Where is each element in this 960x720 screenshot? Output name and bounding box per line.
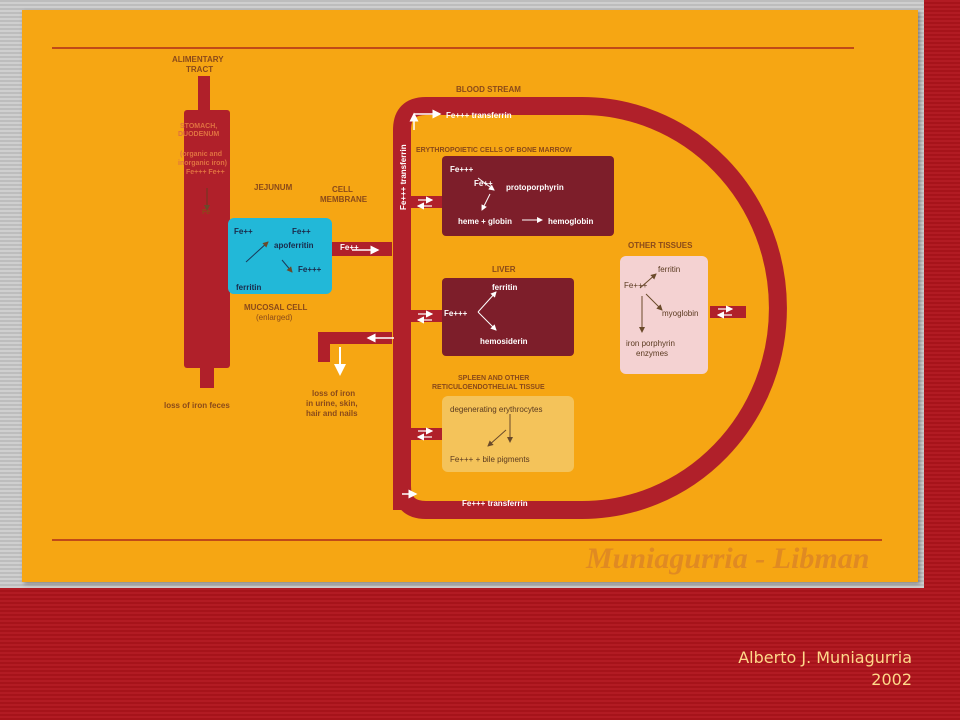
stomach-label-1: STOMACH, (180, 123, 217, 130)
mucosal-caption-1: MUCOSAL CELL (244, 303, 308, 312)
spleen-title-2: RETICULOENDOTHELIAL TISSUE (432, 384, 545, 391)
liver-ferritin-label: ferritin (492, 283, 517, 292)
loss-urine-label-1: loss of iron (312, 389, 355, 398)
credit-year: 2002 (871, 670, 912, 689)
mucosal-fe-mid: Fe+++ (298, 265, 322, 274)
credit-name: Alberto J. Muniagurria (738, 648, 912, 667)
loss-feces-label: loss of iron feces (164, 401, 230, 410)
bm-fe3: Fe+++ (450, 165, 474, 174)
ot-ferritin-label: ferritin (658, 265, 680, 274)
blood-stream-vessel (393, 97, 787, 519)
stomach-label-2: DUODENUM (178, 131, 219, 138)
alimentary-label-1: ALIMENTARY (172, 55, 224, 64)
liver-box (442, 278, 574, 356)
fe-plus-plus-label: Fe++ (340, 243, 359, 252)
branch-spleen (410, 428, 446, 440)
alimentary-tract (184, 76, 230, 388)
stomach-label-3: (organic and (180, 151, 222, 158)
liver-title: LIVER (492, 265, 516, 274)
mucosal-caption-2: (enlarged) (256, 313, 293, 322)
branch-other-tissues (710, 306, 746, 318)
loss-urine-label-3: hair and nails (306, 409, 358, 418)
bm-fe2: Fe++ (474, 179, 493, 188)
mucosal-cell (228, 218, 332, 294)
fe-jejunum-label: Fe (202, 209, 210, 216)
loss-urine-label-2: in urine, skin, (306, 399, 358, 408)
blood-stream-label: BLOOD STREAM (456, 85, 521, 94)
stomach-label-4: inorganic iron) (178, 160, 227, 167)
mucosal-fe-right: Fe++ (292, 227, 311, 236)
transferrin-bottom-label: Fe+++ transferrin (462, 499, 528, 508)
stomach-label-5: Fe+++ Fe++ (186, 169, 225, 176)
hemosiderin-label: hemosiderin (480, 337, 528, 346)
transferrin-vertical-label: Fe+++ transferrin (399, 144, 408, 210)
slide: ALIMENTARY TRACT STOMACH, DUODENUM (orga… (22, 10, 918, 582)
myoglobin-label: myoglobin (662, 309, 698, 318)
apoferritin-label: apoferritin (274, 241, 314, 250)
hemoglobin-label: hemoglobin (548, 217, 593, 226)
mucosal-ferritin-label: ferritin (236, 283, 261, 292)
iron-porphyrin-label: iron porphyrin (626, 339, 675, 348)
cell-membrane-label-1: CELL (332, 185, 353, 194)
other-tissues-title: OTHER TISSUES (628, 241, 693, 250)
alimentary-label-2: TRACT (186, 65, 213, 74)
credit-block: Alberto J. Muniagurria 2002 (652, 647, 912, 691)
heme-globin-label: heme + globin (458, 217, 512, 226)
transferrin-top-label: Fe+++ transferrin (446, 111, 512, 120)
mucosal-fe-top: Fe++ (234, 227, 253, 236)
degenerating-label: degenerating erythrocytes (450, 405, 543, 414)
signature: Muniagurria - Libman (585, 542, 869, 575)
liver-fe3: Fe+++ (444, 309, 468, 318)
bone-marrow-box (442, 156, 614, 236)
fe-bile-label: Fe+++ + bile pigments (450, 455, 530, 464)
iron-metabolism-diagram: ALIMENTARY TRACT STOMACH, DUODENUM (orga… (52, 47, 882, 575)
enzymes-label: enzymes (636, 349, 668, 358)
other-tissues-box (620, 256, 708, 374)
cell-membrane-label-2: MEMBRANE (320, 195, 368, 204)
protoporphyrin-label: protoporphyrin (506, 183, 564, 192)
jejunum-label: JEJUNUM (254, 183, 293, 192)
spleen-title-1: SPLEEN AND OTHER (458, 375, 529, 382)
spleen-box (442, 396, 574, 472)
ot-fe3: Fe+++ (624, 281, 648, 290)
erythropoietic-title: ERYTHROPOIETIC CELLS OF BONE MARROW (416, 147, 572, 154)
